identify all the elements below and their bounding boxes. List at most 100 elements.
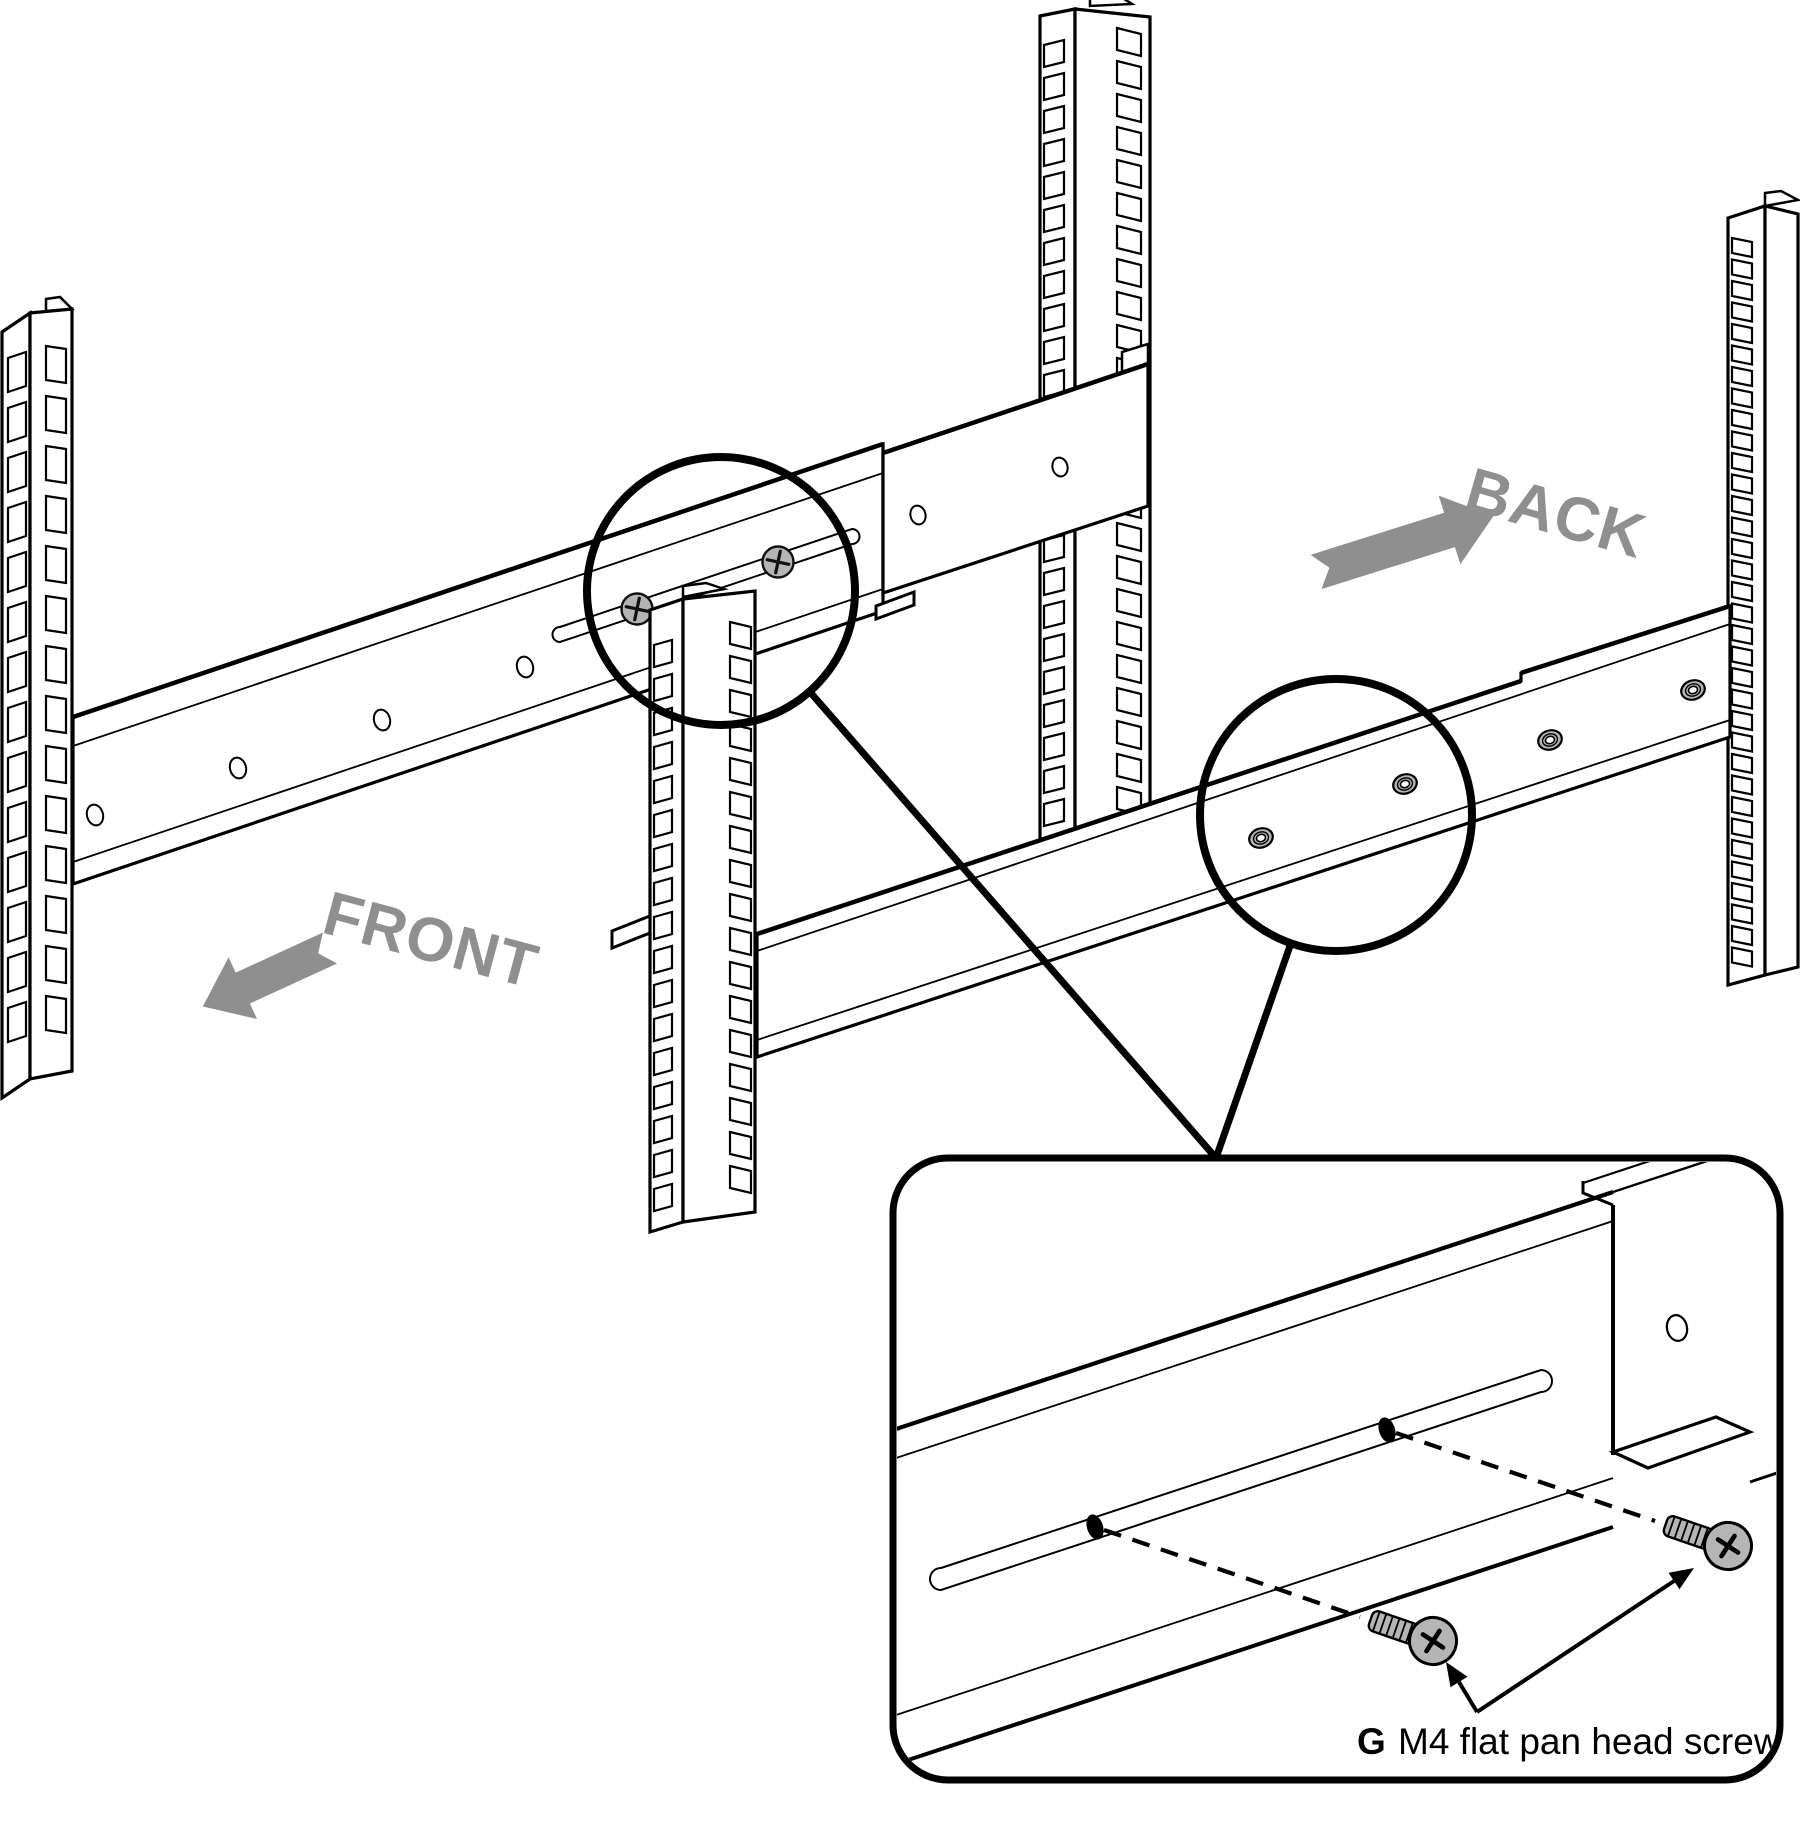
bracket-top-edge xyxy=(882,361,1149,456)
square-hole xyxy=(6,1000,28,1044)
square-hole xyxy=(1730,279,1754,302)
rail-captive-nuts xyxy=(1248,679,1706,849)
captive-nut-icon xyxy=(1537,729,1563,751)
m4-screw-icon xyxy=(1662,1515,1753,1571)
square-hole xyxy=(44,994,68,1035)
post-face xyxy=(1763,203,1800,978)
square-hole xyxy=(1042,665,1066,696)
square-hole xyxy=(728,824,753,855)
square-hole xyxy=(1730,838,1754,861)
square-hole xyxy=(1042,269,1066,300)
square-hole xyxy=(44,794,68,835)
square-hole xyxy=(728,654,753,685)
square-hole xyxy=(728,756,753,787)
square-hole xyxy=(652,1182,674,1213)
label-arrow-line xyxy=(1457,1680,1479,1714)
inset-rail-top-edge xyxy=(897,1190,1614,1432)
inset-screw-hole xyxy=(1378,1417,1396,1443)
callout-pointer-line xyxy=(1212,941,1295,1160)
square-hole xyxy=(1115,620,1143,652)
square-hole xyxy=(652,672,674,703)
square-hole xyxy=(1730,645,1754,667)
square-hole xyxy=(6,550,28,594)
square-hole xyxy=(652,1148,674,1179)
square-hole xyxy=(1730,709,1754,732)
captive-nut-icon xyxy=(1392,773,1418,795)
square-hole xyxy=(1042,170,1066,201)
square-hole xyxy=(1115,719,1143,751)
square-hole xyxy=(1115,92,1143,124)
square-hole xyxy=(1730,258,1754,280)
part-name-label: M4 flat pan head screw xyxy=(1398,1721,1781,1762)
square-hole xyxy=(6,650,28,694)
inset-rail-fold-line xyxy=(897,1220,1614,1460)
square-hole xyxy=(728,722,753,753)
square-hole xyxy=(728,620,753,651)
captive-nut-icon xyxy=(1680,679,1706,701)
square-hole xyxy=(44,444,68,485)
label-arrowhead xyxy=(1668,1568,1694,1590)
square-hole xyxy=(1115,587,1143,619)
square-hole xyxy=(6,400,28,444)
phillips-screw-head-icon xyxy=(761,545,795,579)
front-arrow-icon xyxy=(202,932,338,1020)
post-hole-column xyxy=(6,344,68,1044)
square-hole xyxy=(1115,752,1143,784)
inset-frame xyxy=(889,1154,1784,1784)
rail-hole xyxy=(228,756,248,780)
square-hole xyxy=(1042,137,1066,168)
rail-foot-flange xyxy=(610,913,652,951)
rail-hole xyxy=(85,803,105,827)
square-hole xyxy=(1730,946,1754,968)
square-hole xyxy=(728,1164,753,1195)
square-hole xyxy=(6,350,28,394)
square-hole xyxy=(1115,191,1143,223)
square-hole xyxy=(1730,860,1754,882)
square-hole xyxy=(44,394,68,435)
square-hole xyxy=(652,740,674,771)
inset-rail-bottom-edge xyxy=(1749,1470,1776,1484)
square-hole xyxy=(1730,236,1754,259)
detail-inset: G M4 flat pan head screw xyxy=(889,1154,1784,1784)
square-hole xyxy=(1115,653,1143,685)
square-hole xyxy=(44,944,68,985)
square-hole xyxy=(6,700,28,744)
square-hole xyxy=(1730,559,1754,581)
rail-body xyxy=(71,441,885,887)
square-hole xyxy=(728,688,753,719)
square-hole xyxy=(1042,599,1066,630)
square-hole xyxy=(1042,764,1066,795)
square-hole xyxy=(1730,473,1754,495)
square-hole xyxy=(1730,365,1754,388)
square-hole xyxy=(1042,698,1066,729)
square-hole xyxy=(1730,817,1754,839)
rail-top-edge xyxy=(72,441,884,720)
square-hole xyxy=(1730,451,1754,474)
inset-slot-holes xyxy=(1086,1417,1396,1540)
rail-top-edge xyxy=(756,603,1731,937)
square-hole xyxy=(44,494,68,535)
square-hole xyxy=(44,594,68,635)
square-hole xyxy=(1730,494,1754,517)
square-hole xyxy=(1730,516,1754,538)
square-hole xyxy=(1730,623,1754,646)
rail-hole xyxy=(515,655,535,679)
square-hole xyxy=(1730,795,1754,818)
square-hole xyxy=(1115,59,1143,91)
front-direction: FRONT xyxy=(202,879,545,1020)
square-hole xyxy=(6,600,28,644)
part-key-label: G xyxy=(1357,1721,1386,1762)
back-direction: BACK xyxy=(1310,455,1653,590)
square-hole xyxy=(652,978,674,1009)
square-hole xyxy=(1730,881,1754,904)
square-hole xyxy=(1115,158,1143,190)
square-hole xyxy=(728,790,753,821)
inset-bracket-notch xyxy=(1581,1181,1614,1207)
square-hole xyxy=(1730,903,1754,925)
screw-path-dashed-line xyxy=(1103,1528,1361,1619)
label-arrow-line xyxy=(1475,1579,1676,1714)
square-hole xyxy=(1042,335,1066,366)
rail-fold-line xyxy=(72,472,884,747)
square-hole xyxy=(652,1114,674,1145)
